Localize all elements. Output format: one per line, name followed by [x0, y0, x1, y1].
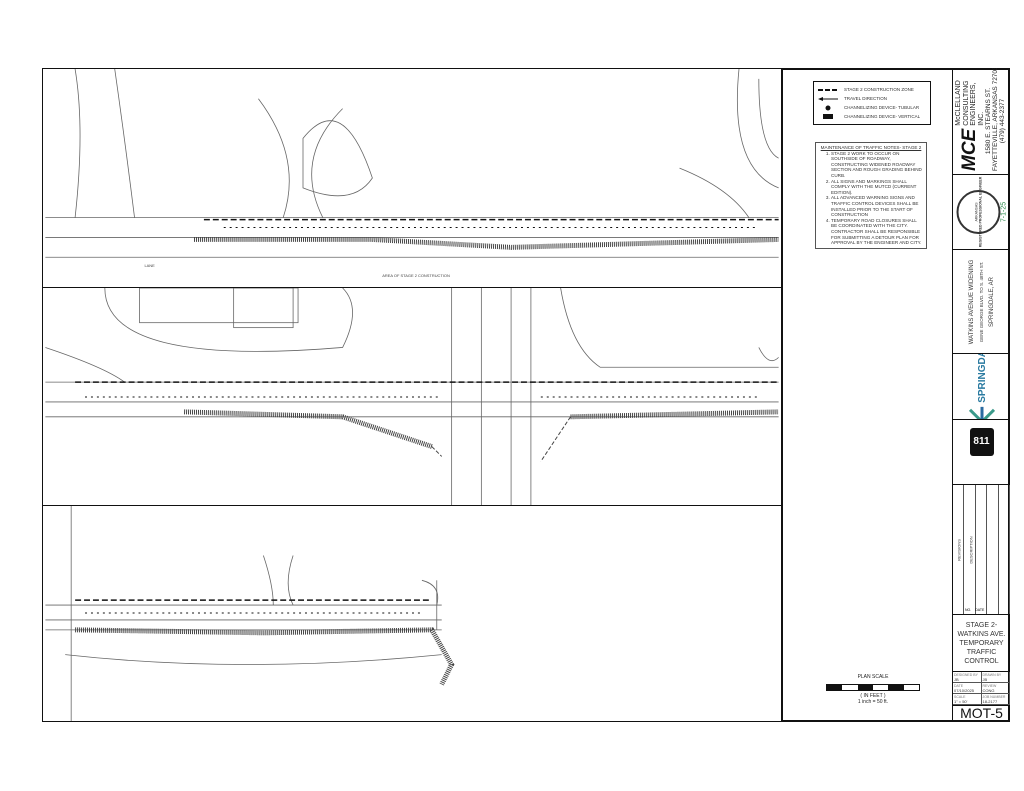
legend-item: STAGE 2 CONSTRUCTION ZONE: [818, 85, 926, 94]
811-block: 811: [953, 420, 1010, 485]
client-logo: SPRINGDALE: [953, 354, 1010, 420]
notes-heading: MAINTENANCE OF TRAFFIC NOTES- STAGE 2: [820, 145, 922, 150]
scale-bar: [826, 684, 920, 691]
notes-column: STAGE 2 CONSTRUCTION ZONE TRAVEL DIRECTI…: [782, 68, 953, 722]
plan-drawing-3: [45, 506, 455, 721]
seal-state: ARKANSAS: [974, 202, 978, 222]
legend-item: TRAVEL DIRECTION: [818, 94, 926, 103]
plan-drawing-1: AREA OF STAGE 2 CONSTRUCTION LANE: [45, 69, 779, 278]
sheet-number-text: MOT-5: [960, 706, 1003, 721]
project-limits: GENE GEORGE BLVD. TO S. 48TH ST.: [978, 261, 984, 342]
arrow-icon: [818, 96, 838, 101]
project-location: SPRINGDALE, AR: [988, 276, 995, 327]
firm-address: 1580 E. STEARNS ST.: [984, 87, 992, 155]
engineer-seal: ARKANSAS REGISTERED PROFESSIONAL ENGINEE…: [953, 175, 1010, 250]
project-block: WATKINS AVENUE WIDENING GENE GEORGE BLVD…: [953, 250, 1010, 354]
note-item: STAGE 2 WORK TO OCCUR ON SOUTHSIDE OF RO…: [831, 151, 923, 179]
revisions-date-header: DATE: [975, 608, 985, 612]
legend-item: CHANNELIZING DEVICE- VERTICAL: [818, 112, 926, 121]
dashed-line-icon: [818, 88, 838, 92]
firm-logo: MCE: [958, 128, 980, 171]
note-item: ALL SIGNS AND MARKINGS SHALL COMPLY WITH…: [831, 179, 923, 196]
plan-view-2: [42, 287, 782, 506]
plan-scale-units: ( IN FEET ): [860, 693, 886, 699]
note-item: ALL ADVANCED WARNING SIGNS AND TRAFFIC C…: [831, 195, 923, 217]
project-title: WATKINS AVENUE WIDENING: [968, 259, 975, 344]
note-item: TEMPORARY ROAD CLOSURES SHALL BE COORDIN…: [831, 218, 923, 246]
sheet-title: STAGE 2- WATKINS AVE. TEMPORARY TRAFFIC …: [953, 615, 1010, 672]
plan-scale: PLAN SCALE ( IN FEET ) 1 inch = 50 ft.: [823, 674, 923, 705]
seal-date: 7-1-25: [1000, 201, 1007, 223]
revisions-label: REVISIONS: [956, 538, 962, 561]
firm-block: MCE McCLELLAND CONSULTING ENGINEERS, INC…: [953, 68, 1010, 175]
traffic-notes: MAINTENANCE OF TRAFFIC NOTES- STAGE 2 ST…: [815, 142, 927, 249]
plan-scale-ratio: 1 inch = 50 ft.: [857, 699, 889, 705]
rectangle-icon: [818, 114, 838, 119]
plan-label-area: AREA OF STAGE 2 CONSTRUCTION: [382, 273, 450, 278]
plan-scale-label: PLAN SCALE: [857, 674, 889, 680]
plan-drawing-2: [45, 288, 779, 505]
legend: STAGE 2 CONSTRUCTION ZONE TRAVEL DIRECTI…: [813, 81, 931, 125]
revisions-table: REVISIONS DESCRIPTION NO.DATE: [953, 485, 1010, 615]
seal-text: REGISTERED PROFESSIONAL ENGINEER: [978, 176, 982, 248]
811-logo: 811: [969, 428, 994, 456]
legend-item: CHANNELIZING DEVICE- TUBULAR: [818, 103, 926, 112]
plan-label-lane: LANE: [144, 263, 155, 268]
firm-phone: (479) 443-2377: [998, 98, 1006, 144]
revisions-description-header: DESCRIPTION: [968, 535, 974, 564]
title-block: MCE McCLELLAND CONSULTING ENGINEERS, INC…: [953, 68, 1010, 722]
firm-city: FAYETTEVILLE, ARKANSAS 72703: [991, 68, 999, 171]
firm-name: McCLELLAND CONSULTING ENGINEERS, INC.: [954, 80, 985, 126]
sheet-number: MOT-5: [953, 706, 1010, 722]
springdale-logo-icon: [968, 406, 995, 419]
revisions-no-header: NO.: [965, 608, 972, 612]
plan-view-1: AREA OF STAGE 2 CONSTRUCTION LANE: [42, 68, 782, 288]
plan-view-3: [42, 505, 782, 722]
dot-icon: [818, 105, 838, 111]
client-name: SPRINGDALE: [976, 354, 987, 403]
